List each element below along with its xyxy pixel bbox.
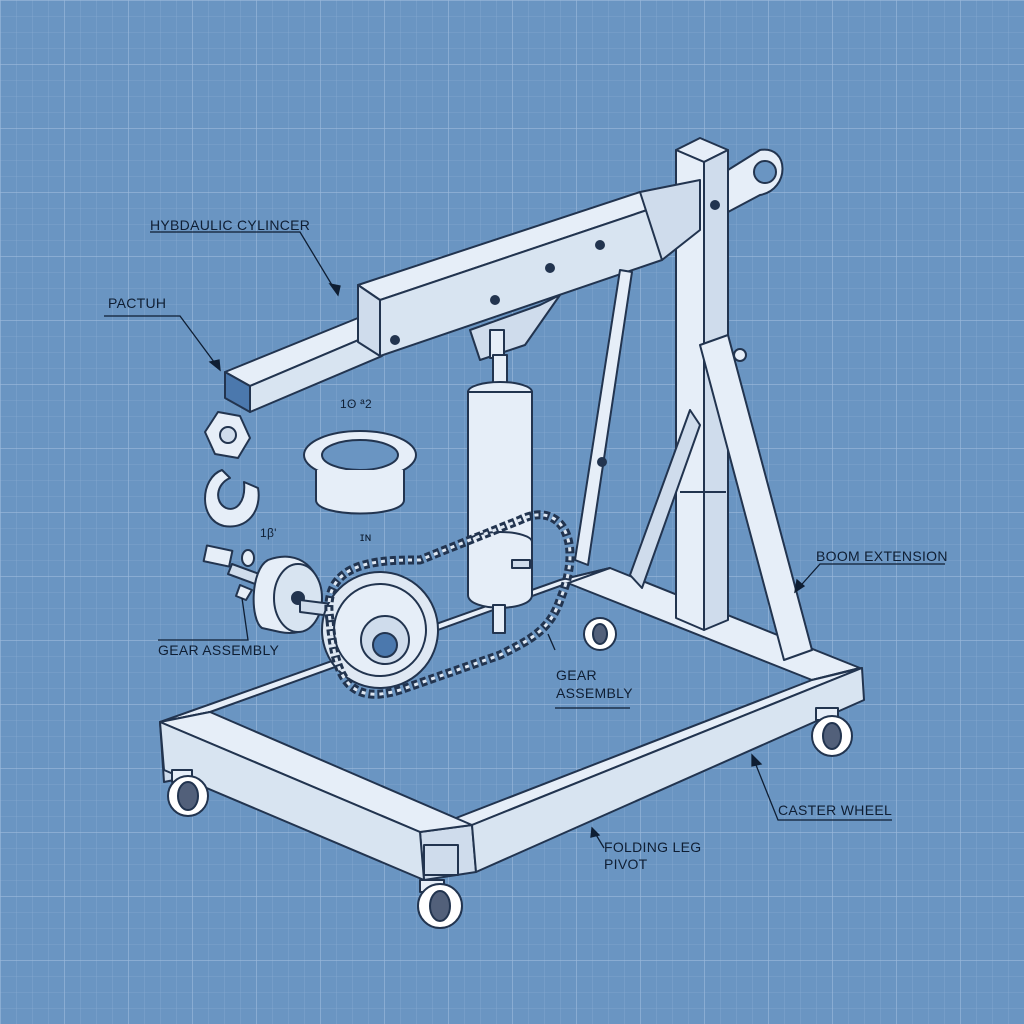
label-caster-wheel: CASTER WHEEL (778, 802, 893, 818)
label-hydraulic-cylinder: HYBDAULIC CYLINCER (150, 217, 311, 233)
caster-wheel-rear-left (167, 769, 209, 817)
caster-wheel-rear-right (583, 617, 617, 651)
leader-boom-extension (794, 563, 945, 594)
dimension-collar: 1ʘ ª2 (340, 397, 372, 411)
main-boom (357, 179, 720, 357)
label-gear-assembly-right-line2: ASSEMBLY (556, 685, 633, 701)
dimension-collar-base: ɪɴ (360, 530, 372, 544)
caster-wheel-front-left (417, 879, 463, 929)
leader-gear-assembly-right (547, 633, 630, 709)
label-folding-leg-pivot-line1: FOLDING LEG (604, 839, 702, 855)
leader-caster-wheel (751, 753, 892, 821)
leader-gear-assembly-left (158, 597, 249, 641)
drive-sprocket (321, 571, 439, 689)
label-gear-assembly-right-line1: GEAR (556, 667, 597, 683)
leader-hydraulic-cylinder (150, 231, 341, 297)
mast-lifting-eye (727, 148, 784, 213)
boom-extension-tube (224, 317, 383, 413)
push-rod (574, 269, 633, 566)
label-boom-extension: BOOM EXTENSION (816, 548, 948, 564)
mast-brace (629, 334, 813, 661)
mast-column (675, 137, 729, 631)
dimension-hook: 1β' (260, 526, 277, 540)
label-gear-assembly-left: GEAR ASSEMBLY (158, 642, 280, 658)
gear-shaft (202, 544, 263, 601)
swivel-hook (204, 411, 260, 528)
hydraulic-cylinder-body (467, 354, 533, 634)
caster-wheel-front-right (811, 707, 853, 757)
label-pactuh: PACTUH (108, 295, 167, 311)
leader-pactuh (104, 315, 221, 372)
gear-drum (252, 555, 381, 634)
leader-folding-leg-pivot (590, 826, 605, 849)
label-folding-leg-pivot-line2: PIVOT (604, 856, 648, 872)
boom-cylinder-bracket (469, 294, 561, 361)
flange-collar (303, 430, 417, 515)
